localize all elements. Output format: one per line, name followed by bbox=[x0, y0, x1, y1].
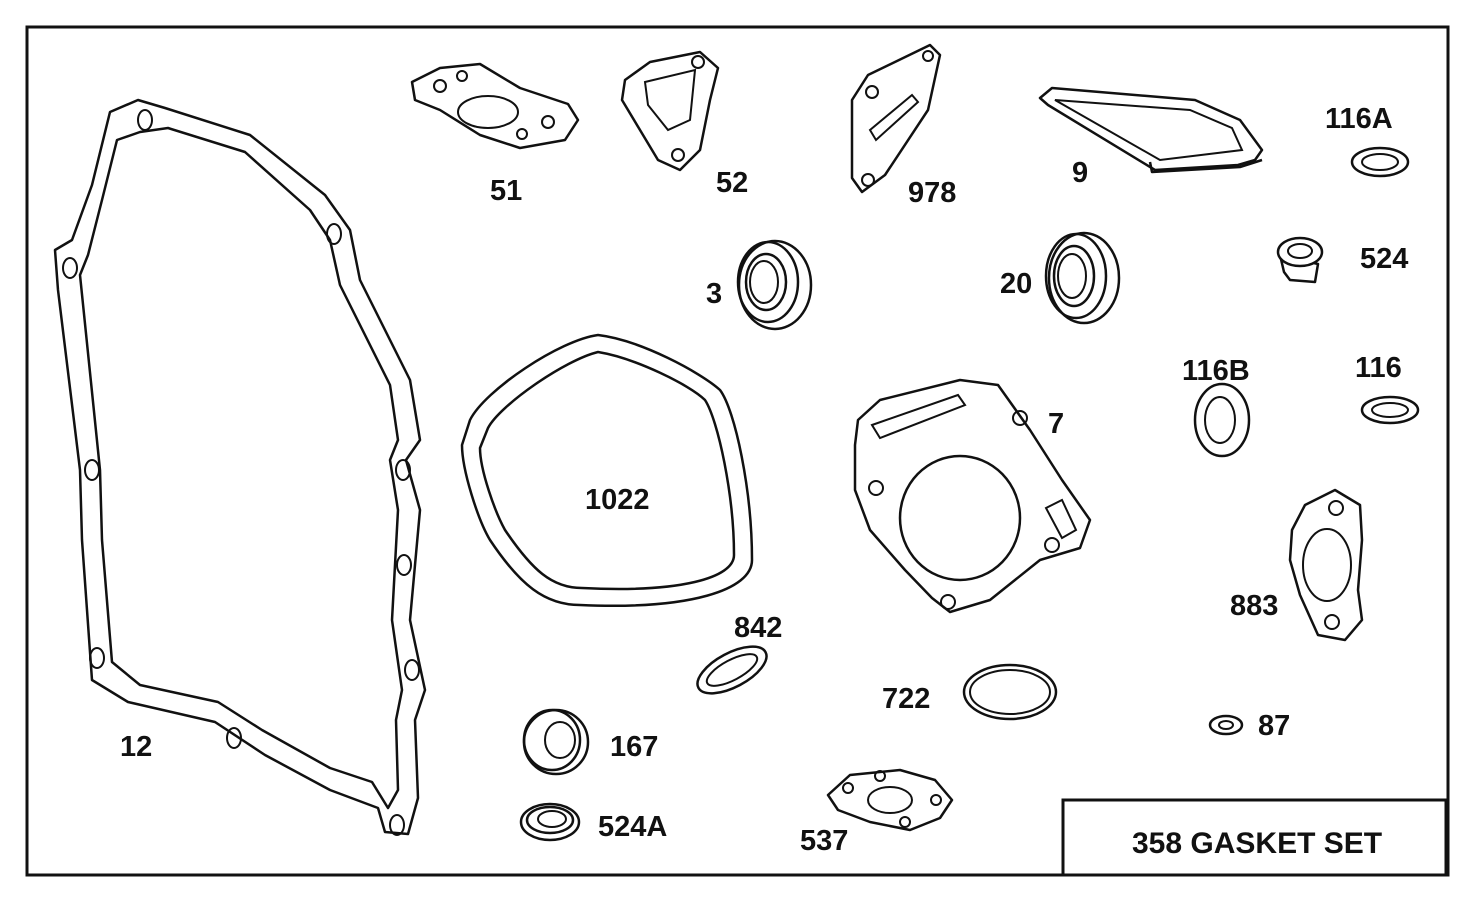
title-label: 358 GASKET SET bbox=[1132, 827, 1382, 860]
label-883: 883 bbox=[1230, 590, 1278, 622]
part-167-seal bbox=[522, 708, 590, 776]
label-116A: 116A bbox=[1325, 103, 1393, 135]
label-1022: 1022 bbox=[585, 484, 650, 516]
label-116: 116 bbox=[1355, 352, 1402, 384]
part-842-washer bbox=[696, 645, 768, 695]
label-51: 51 bbox=[490, 175, 522, 207]
label-167: 167 bbox=[610, 731, 658, 763]
label-842: 842 bbox=[734, 612, 782, 644]
label-722: 722 bbox=[882, 683, 930, 715]
part-1022-cover-gasket bbox=[460, 333, 754, 607]
label-3: 3 bbox=[706, 278, 722, 310]
label-20: 20 bbox=[1000, 268, 1032, 300]
label-12: 12 bbox=[120, 731, 152, 763]
label-537: 537 bbox=[800, 825, 848, 857]
label-9: 9 bbox=[1072, 157, 1088, 189]
part-116-washer bbox=[1360, 395, 1420, 425]
label-978: 978 bbox=[908, 177, 956, 209]
label-116B: 116B bbox=[1182, 355, 1250, 387]
label-52: 52 bbox=[716, 167, 748, 199]
part-524-plug bbox=[1276, 236, 1324, 284]
part-116A-washer bbox=[1350, 146, 1410, 178]
label-87: 87 bbox=[1258, 710, 1290, 742]
part-978-gasket bbox=[850, 43, 942, 194]
part-20-oil-seal bbox=[1044, 231, 1121, 325]
label-7: 7 bbox=[1048, 408, 1064, 440]
label-524: 524 bbox=[1360, 243, 1408, 275]
part-3-oil-seal bbox=[736, 239, 813, 331]
label-524A: 524A bbox=[598, 811, 667, 843]
part-537-gasket bbox=[826, 768, 954, 832]
part-883-gasket bbox=[1288, 488, 1364, 642]
part-722-o-ring bbox=[962, 663, 1058, 721]
part-9-gasket bbox=[1038, 86, 1264, 174]
part-12-crankcase-gasket bbox=[53, 98, 427, 836]
title-box: 358 GASKET SET bbox=[1061, 798, 1448, 875]
part-87-washer bbox=[1208, 714, 1244, 736]
part-524A-seal bbox=[519, 802, 581, 842]
outer-frame bbox=[25, 25, 1450, 877]
part-116B-seal bbox=[1193, 382, 1251, 458]
part-7-head-gasket bbox=[853, 378, 1092, 614]
part-51-gasket bbox=[410, 62, 580, 150]
part-52-gasket bbox=[620, 50, 720, 172]
